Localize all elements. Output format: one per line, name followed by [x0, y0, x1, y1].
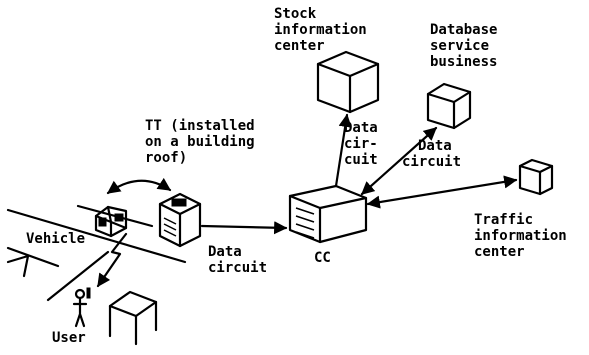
label-tt-installed: TT (installed on a building roof): [145, 118, 263, 166]
vehicle-icon: [94, 205, 128, 238]
traffic-center-icon: [518, 158, 554, 196]
label-cc: CC: [314, 250, 331, 266]
link-tt-cc: [200, 221, 288, 235]
label-vehicle: Vehicle: [26, 231, 85, 247]
label-data-circuit-database: Data circuit: [402, 138, 461, 170]
database-service-icon: [426, 82, 472, 130]
label-traffic-center: Traffic information center: [474, 212, 575, 260]
desk-icon: [108, 290, 158, 346]
label-stock-center: Stock information center: [274, 6, 375, 54]
tt-terminal-icon: [158, 192, 202, 248]
road: [6, 204, 187, 302]
wireless-link-user: [96, 232, 128, 288]
label-database-service: Database service business: [430, 22, 506, 70]
label-data-circuit-stock: Data cir- cuit: [344, 120, 386, 168]
stock-center-icon: [316, 50, 380, 114]
link-cc-traffic: [366, 175, 518, 209]
cc-server-icon: [288, 184, 368, 244]
label-data-circuit-tt: Data circuit: [208, 244, 267, 276]
link-cc-stock: [334, 113, 352, 188]
label-user: User: [52, 330, 86, 346]
wireless-link: [106, 177, 172, 195]
user-icon: [72, 287, 91, 328]
